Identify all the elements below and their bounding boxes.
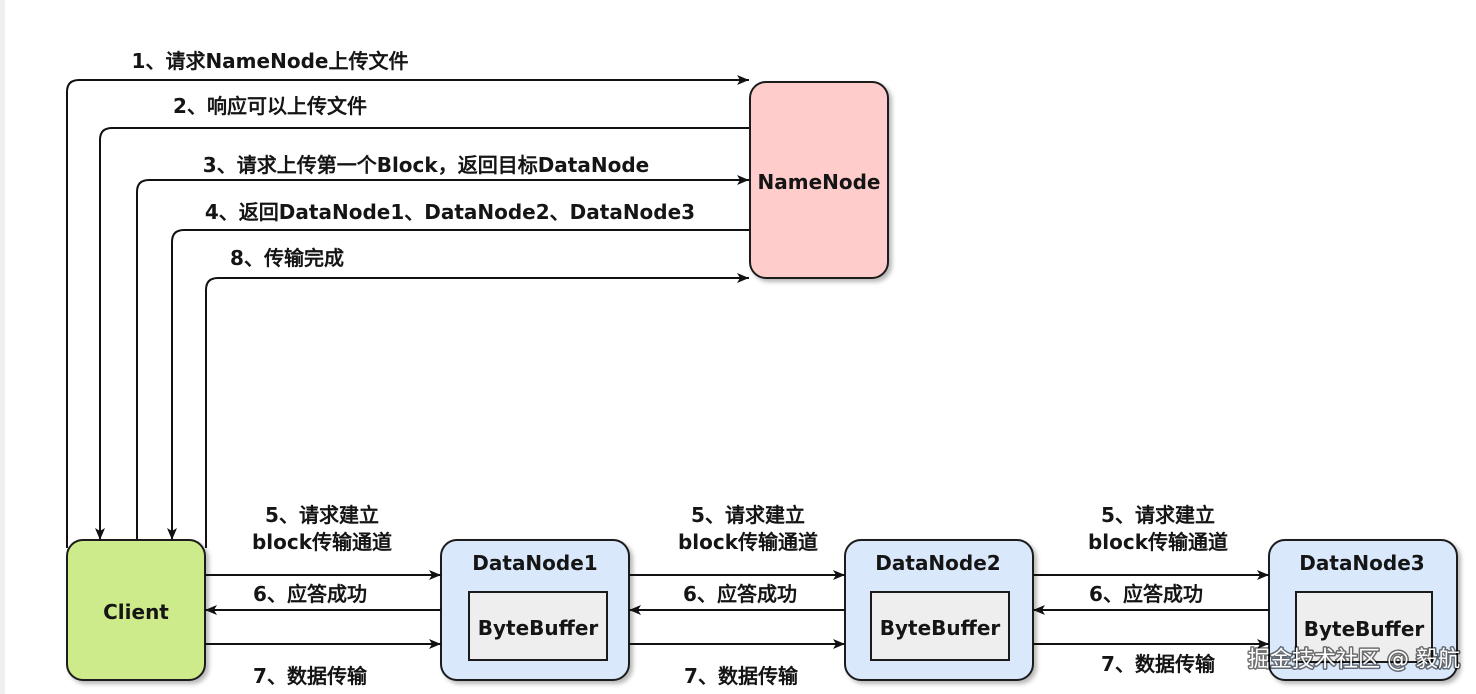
link1-setup-label-line2: block传输通道	[252, 530, 392, 554]
link3-transfer-label: 7、数据传输	[1101, 652, 1216, 676]
pipeline-link-datanode1-datanode2: 5、请求建立 block传输通道 6、应答成功 7、数据传输	[629, 503, 845, 688]
left-edge-strip	[0, 0, 5, 694]
namenode: NameNode	[749, 81, 889, 279]
arrow-step3-request-block	[136, 175, 749, 540]
datanode1-bytebuffer-label: ByteBuffer	[478, 616, 599, 640]
datanode1: DataNode1 ByteBuffer	[440, 539, 630, 681]
pipeline-link-datanode2-datanode3: 5、请求建立 block传输通道 6、应答成功 7、数据传输	[1033, 503, 1269, 676]
client-label: Client	[103, 600, 169, 624]
label-step8: 8、传输完成	[230, 246, 344, 270]
datanode3-label: DataNode3	[1299, 551, 1424, 575]
client: Client	[66, 539, 206, 681]
label-step2: 2、响应可以上传文件	[173, 94, 367, 118]
link3-ack-label: 6、应答成功	[1089, 582, 1203, 606]
datanode2-bytebuffer-label: ByteBuffer	[880, 616, 1001, 640]
pipeline-link-client-datanode1: 5、请求建立 block传输通道 6、应答成功 7、数据传输	[205, 503, 441, 688]
watermark-text: 掘金技术社区 @ 毅航	[1248, 648, 1460, 673]
link2-ack-label: 6、应答成功	[683, 582, 797, 606]
datanode1-label: DataNode1	[472, 551, 597, 575]
arrow-step2-upload-allowed	[95, 127, 750, 540]
datanode2: DataNode2 ByteBuffer	[844, 539, 1034, 681]
link1-transfer-label: 7、数据传输	[253, 664, 368, 688]
arrow-step1-request-upload	[66, 75, 749, 548]
arrow-step8-transfer-complete	[205, 273, 749, 548]
link3-setup-label-line1: 5、请求建立	[1101, 503, 1215, 527]
link2-setup-label-line2: block传输通道	[678, 530, 818, 554]
label-step3: 3、请求上传第一个Block，返回目标DataNode	[203, 153, 649, 177]
datanode2-bytebuffer-box	[870, 591, 1010, 661]
link2-setup-label-line1: 5、请求建立	[691, 503, 805, 527]
datanode3: DataNode3 ByteBuffer	[1268, 539, 1458, 681]
link2-transfer-label: 7、数据传输	[684, 664, 799, 688]
arrow-step4-return-datanodes	[167, 229, 750, 540]
label-step1: 1、请求NameNode上传文件	[132, 49, 409, 73]
link3-setup-label-line2: block传输通道	[1088, 530, 1228, 554]
link1-ack-label: 6、应答成功	[253, 582, 367, 606]
namenode-box	[749, 81, 889, 279]
label-step4: 4、返回DataNode1、DataNode2、DataNode3	[205, 200, 695, 224]
datanode3-bytebuffer-label: ByteBuffer	[1304, 617, 1425, 641]
datanode1-bytebuffer-box	[468, 591, 608, 661]
datanode3-bytebuffer-box	[1295, 591, 1433, 663]
namenode-label: NameNode	[758, 170, 881, 194]
link1-setup-label-line1: 5、请求建立	[265, 503, 379, 527]
datanode2-label: DataNode2	[875, 551, 1000, 575]
